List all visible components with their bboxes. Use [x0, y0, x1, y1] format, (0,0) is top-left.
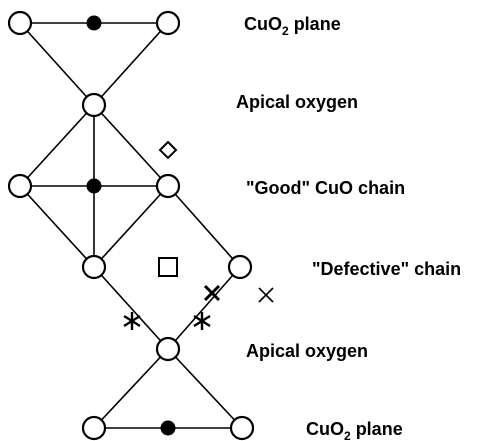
atoms [7, 10, 255, 441]
oxygen-site-apical-bottom [155, 336, 181, 362]
bond-top-left-to-apical [19, 22, 95, 106]
label-cuo2-bottom-suffix: plane [351, 419, 403, 439]
oxygen-site-top-left [7, 10, 33, 36]
bond-apical-to-bottom-left [93, 348, 169, 429]
label-defective-chain: "Defective" chain [312, 259, 461, 279]
label-good-cuo-chain: "Good" CuO chain [246, 178, 405, 198]
bond-top-right-to-apical [93, 22, 169, 106]
bonds [19, 22, 243, 429]
x-marker-offset [258, 287, 274, 303]
bond-chain-right-to-defective [167, 185, 241, 268]
oxygen-site-bottom-left [81, 415, 107, 441]
label-apical-oxygen-bottom: Apical oxygen [246, 341, 368, 361]
oxygen-site-defective-left [81, 254, 107, 280]
bond-defective-right-to-apical [167, 266, 241, 350]
bond-chain-right-down [93, 185, 169, 268]
oxygen-site-chain-right [155, 173, 181, 199]
copper-site-chain [86, 178, 102, 194]
bond-chain-left-down [19, 185, 95, 268]
label-cuo2-top-suffix: plane [289, 14, 341, 34]
oxygen-site-top-right [155, 10, 181, 36]
copper-site-bottom [160, 420, 176, 436]
oxygen-site-bottom-right [229, 415, 255, 441]
x-marker-on-bond [203, 284, 221, 302]
labels: CuO2 plane Apical oxygen "Good" CuO chai… [236, 14, 461, 441]
asterisk-marker-right [193, 312, 211, 330]
label-cuo2-plane-top: CuO2 plane [244, 14, 341, 38]
label-cuo2-plane-bottom: CuO2 plane [306, 419, 403, 441]
bond-apical-to-chain-left [19, 104, 95, 187]
oxygen-site-chain-left [7, 173, 33, 199]
label-cuo2-top-main: CuO [244, 14, 282, 34]
markers [123, 140, 274, 330]
square-marker [158, 257, 178, 277]
bond-apical-to-bottom-right [167, 348, 243, 429]
asterisk-marker-left [123, 312, 141, 330]
copper-site-top [86, 15, 102, 31]
bond-defective-left-to-apical [93, 266, 169, 350]
label-cuo2-bottom-subscript: 2 [344, 429, 351, 441]
label-cuo2-bottom-main: CuO [306, 419, 344, 439]
label-apical-oxygen-top: Apical oxygen [236, 92, 358, 112]
diamond-marker [158, 140, 178, 160]
bond-apical-to-chain-right [93, 104, 169, 187]
oxygen-site-defective-right [227, 254, 253, 280]
oxygen-site-apical-top [81, 92, 107, 118]
label-cuo2-top-subscript: 2 [282, 24, 289, 38]
